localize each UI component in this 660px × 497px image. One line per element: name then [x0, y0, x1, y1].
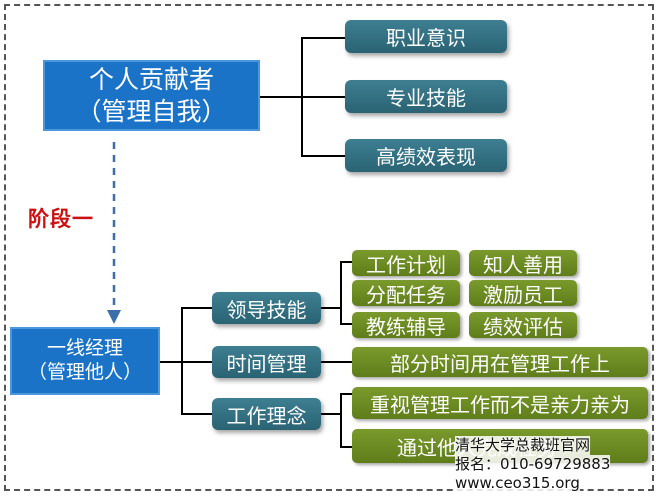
item-work-planning: 工作计划 — [352, 250, 460, 277]
connector-line — [301, 96, 345, 98]
item-time-on-management: 部分时间用在管理工作上 — [352, 347, 648, 377]
item-people-placement: 知人善用 — [469, 250, 577, 277]
watermark-line-3: www.ceo315.org — [455, 474, 580, 493]
connector-line — [340, 446, 352, 448]
connector-line — [258, 96, 302, 98]
category-leadership-skills: 领导技能 — [212, 292, 321, 324]
frontline-manager-subtitle: （管理他人） — [27, 361, 142, 383]
item-motivate-employees: 激励员工 — [469, 280, 577, 307]
branch-professional-awareness: 职业意识 — [345, 20, 507, 53]
connector-line — [321, 307, 341, 309]
connector-line — [321, 413, 341, 415]
branch-professional-skills: 专业技能 — [345, 80, 507, 113]
individual-contributor-subtitle: （管理自我） — [76, 96, 227, 126]
item-task-assignment: 分配任务 — [352, 280, 460, 307]
connector-line — [340, 261, 342, 325]
connector-line — [160, 361, 182, 363]
connector-line — [181, 361, 212, 363]
connector-line — [181, 307, 212, 309]
category-time-management: 时间管理 — [212, 346, 321, 378]
connector-line — [181, 413, 212, 415]
dashed-down-arrow — [107, 142, 121, 324]
frontline-manager-box: 一线经理 （管理他人） — [10, 327, 160, 395]
connector-line — [301, 155, 345, 157]
frontline-manager-title: 一线经理 — [46, 337, 123, 360]
item-coaching: 教练辅导 — [352, 312, 460, 339]
category-work-philosophy: 工作理念 — [212, 398, 321, 430]
item-performance-review: 绩效评估 — [469, 312, 577, 339]
connector-line — [340, 393, 352, 395]
watermark-line-2: 报名：010-69729883 — [455, 455, 611, 474]
connector-line — [340, 323, 352, 325]
dashed-frame — [4, 4, 654, 491]
individual-contributor-box: 个人贡献者 （管理自我） — [43, 60, 260, 131]
connector-line — [321, 361, 352, 363]
watermark-line-1: 清华大学总裁班官网 — [455, 436, 591, 455]
connector-line — [301, 37, 345, 39]
individual-contributor-title: 个人贡献者 — [88, 65, 214, 95]
item-value-management-work: 重视管理工作而不是亲力亲为 — [352, 387, 648, 419]
branch-high-performance: 高绩效表现 — [345, 139, 507, 172]
connector-line — [340, 261, 352, 263]
stage-one-label: 阶段一 — [26, 203, 96, 233]
connector-line — [340, 393, 342, 448]
